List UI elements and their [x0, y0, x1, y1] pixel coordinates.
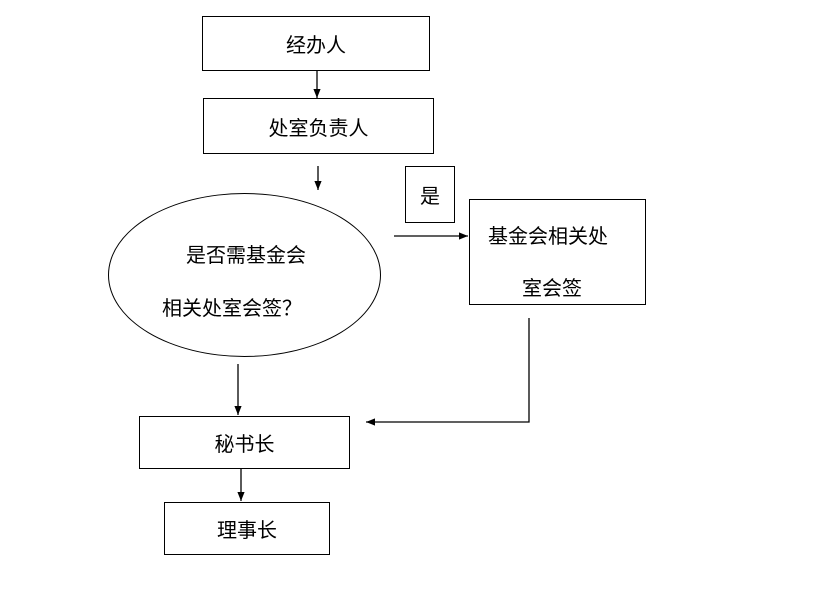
yes-label-box: 是 [405, 166, 455, 223]
node-dept-head: 处室负责人 [203, 98, 434, 154]
countersign-text-line1: 基金会相关处 [488, 224, 608, 248]
decision-text-line2: 相关处室会签？ [162, 296, 302, 320]
node-decision [108, 193, 381, 357]
node-handler: 经办人 [202, 16, 430, 71]
node-chairman-label: 理事长 [217, 518, 277, 542]
node-handler-label: 经办人 [286, 33, 346, 57]
countersign-text-line2: 室会签 [522, 276, 582, 300]
decision-text-line1: 是否需基金会 [186, 243, 306, 267]
node-chairman: 理事长 [164, 502, 330, 555]
node-secretary-general: 秘书长 [139, 416, 350, 469]
node-countersign [469, 199, 646, 305]
node-dept-head-label: 处室负责人 [268, 115, 369, 140]
yes-label: 是 [420, 184, 440, 208]
arrow-countersign-to-secretary [366, 318, 530, 426]
node-secretary-general-label: 秘书长 [214, 432, 275, 456]
